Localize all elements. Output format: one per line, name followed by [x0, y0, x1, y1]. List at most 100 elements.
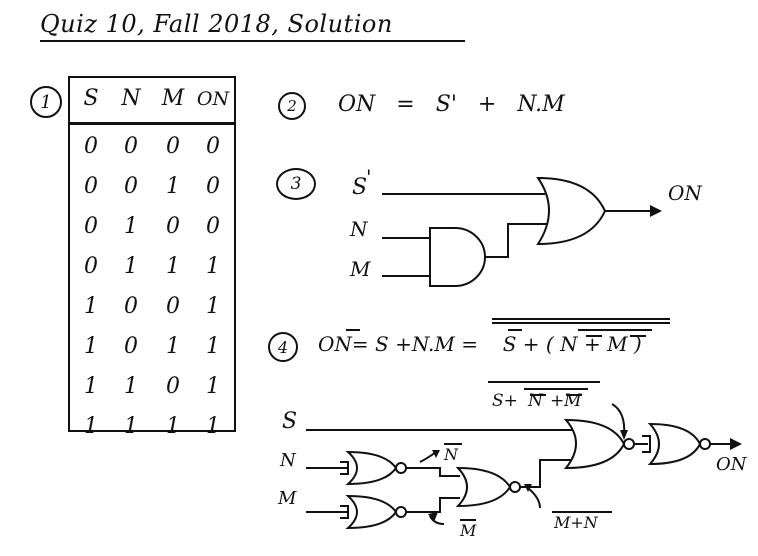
label-on-4: ON	[716, 454, 748, 475]
overbar-s-eq4	[346, 329, 360, 331]
eq2-lhs: ON	[338, 92, 376, 117]
overbar-nm-eq4	[578, 329, 652, 331]
header-s: S	[83, 86, 99, 111]
truth-table-cell: 1	[124, 254, 138, 279]
output-arrow-3	[650, 205, 662, 217]
truth-table-cell: 0	[124, 134, 138, 159]
eq4-s: S	[375, 332, 389, 356]
truth-table-cell: 1	[206, 254, 220, 279]
inverter-bubble-n	[395, 462, 407, 474]
nor-gate-final	[647, 422, 702, 466]
annot-nbar: N	[443, 445, 459, 464]
truth-table-cell: 1	[166, 414, 180, 439]
overbar-outer2-eq4	[492, 318, 670, 320]
wire-mid-out	[520, 459, 572, 488]
eq4-n: N	[560, 332, 578, 356]
truth-table-cell: 1	[124, 214, 138, 239]
overbar-s2-eq4	[508, 329, 522, 331]
truth-table-header: S N M ON	[70, 78, 234, 125]
eq2-s-prime: '	[450, 92, 457, 117]
annot-sum-plus: +	[550, 391, 564, 411]
truth-table-cell: 0	[206, 134, 220, 159]
truth-table-cell: 0	[166, 374, 180, 399]
header-m: M	[161, 86, 185, 111]
truth-table-cell: 1	[84, 294, 98, 319]
wire-nbar	[406, 467, 460, 477]
truth-table-cell: 0	[166, 294, 180, 319]
label-m-4: M	[277, 488, 297, 509]
output-arrow-4	[730, 438, 742, 450]
truth-table-cell: 0	[206, 174, 220, 199]
eq4-m: M	[607, 332, 628, 356]
truth-table-cell: 1	[166, 334, 180, 359]
truth-table-cell: 1	[124, 414, 138, 439]
truth-table-cell: 1	[166, 174, 180, 199]
title-underline	[40, 40, 465, 42]
annot-arrowhead-sum	[620, 430, 628, 440]
wire-m-split	[340, 505, 349, 519]
inverter-bubble-big	[623, 438, 635, 450]
annot-arrowhead-mbar	[428, 512, 438, 522]
annot-sum-m: M	[563, 391, 582, 411]
or-gate-3	[536, 176, 607, 246]
wire-n-split	[340, 461, 349, 475]
label-s-4: S	[282, 409, 297, 434]
annot-sum-s: S+	[492, 391, 518, 411]
header-on: ON	[196, 88, 230, 110]
truth-table-cell: 0	[166, 214, 180, 239]
annot-arrow-mn	[527, 487, 541, 509]
eq2-rest: N.M	[517, 92, 565, 117]
label-m-3: M	[349, 257, 371, 281]
eq2-plus: +	[477, 92, 497, 117]
expression-on-eq: ON = S' + N.M	[338, 92, 565, 117]
annot-mbar: M	[459, 521, 477, 540]
truth-table-cell: 0	[84, 174, 98, 199]
label-s-3: S	[352, 175, 367, 200]
wire-mbar	[406, 497, 460, 513]
annot-arrowhead-nbar	[432, 450, 440, 458]
annot-arrowhead-mn	[524, 484, 532, 492]
section-number-2: 2	[278, 92, 306, 120]
truth-table-cell: 1	[206, 334, 220, 359]
wire-final-split	[642, 435, 651, 453]
eq4-plus2: +	[583, 332, 601, 356]
eq4-close: )	[633, 332, 642, 356]
eq2-s: S	[435, 92, 451, 117]
overbar-m-eq4	[630, 335, 646, 337]
nor-gate-m	[345, 494, 398, 530]
annot-mn: M+N	[553, 513, 599, 532]
annot-arrow-nbar	[419, 451, 437, 463]
eq2-equals: =	[396, 92, 415, 117]
eq4-mid: +N.M =	[395, 332, 479, 356]
truth-table-cell: 0	[84, 134, 98, 159]
label-n-4: N	[279, 450, 297, 471]
truth-table-cell: 1	[206, 294, 220, 319]
section-number-1: 1	[30, 86, 62, 118]
truth-table-cell: 1	[84, 414, 98, 439]
inverter-bubble-final	[699, 438, 711, 450]
page-title: Quiz 10, Fall 2018, Solution	[40, 10, 393, 38]
inverter-bubble-m	[395, 506, 407, 518]
and-gate-3	[429, 227, 486, 287]
truth-table-cell: 0	[84, 254, 98, 279]
truth-table-cell: 1	[206, 374, 220, 399]
truth-table-cell: 1	[166, 254, 180, 279]
truth-table-cell: 1	[206, 414, 220, 439]
overbar-n-eq4	[586, 335, 602, 337]
header-n: N	[121, 86, 141, 111]
eq4-plus: + (	[522, 332, 554, 356]
eq4-s2: S	[502, 332, 517, 356]
truth-table-cell: 0	[166, 134, 180, 159]
label-on-3: ON	[668, 181, 703, 205]
truth-table-cell: 0	[84, 214, 98, 239]
nor-gate-big	[563, 418, 626, 470]
inverter-bubble-mid	[509, 481, 521, 493]
nor-gate-n	[345, 450, 398, 486]
truth-table-cell: 0	[124, 174, 138, 199]
section-number-3: 3	[276, 168, 316, 200]
truth-table-cell: 0	[206, 214, 220, 239]
truth-table-cell: 1	[124, 374, 138, 399]
